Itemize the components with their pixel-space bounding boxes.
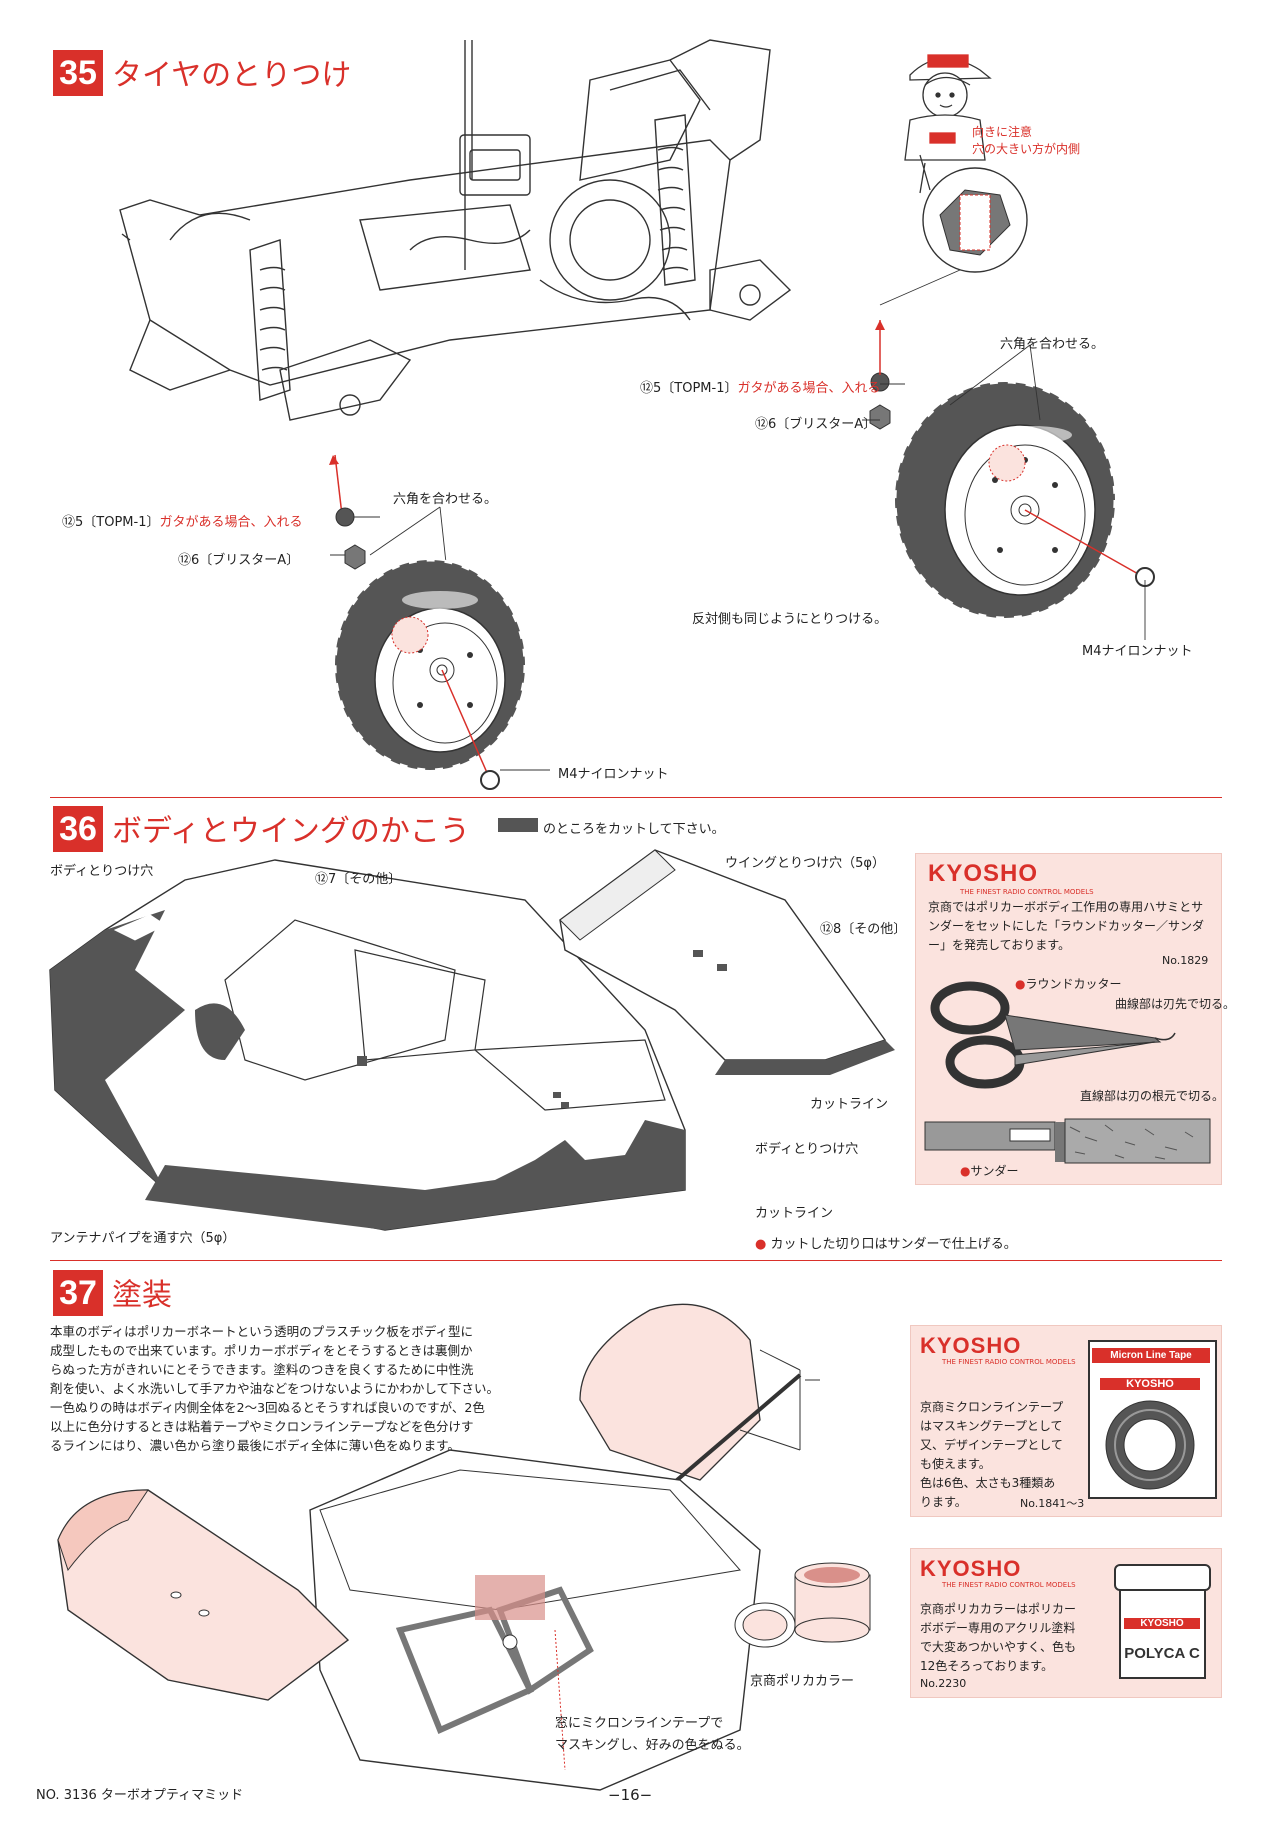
step-36-title: ボディとウイングのかこう — [112, 814, 470, 849]
tape-number: No.1841〜3 — [1020, 1497, 1085, 1510]
part125-left-id: ⑫5〔TOPM-1〕 — [62, 515, 160, 530]
paragraph-line-3: らぬった方がきれいにとそうできます。塗料のつきを良くするために中性洗 — [50, 1362, 474, 1377]
other-side-note: 反対側も同じようにとりつける。 — [692, 612, 888, 627]
tape-roll-icon — [1105, 1400, 1195, 1490]
window-note-1: 窓にミクロンラインテープで — [555, 1716, 724, 1731]
sander-item-text: サンダー — [970, 1164, 1019, 1178]
kyosho-cutter-number: No.1829 — [1162, 954, 1209, 967]
part126-right-label: ⑫6〔ブリスターA〕 — [755, 417, 877, 432]
hex-align-left-label: 六角を合わせる。 — [393, 492, 498, 507]
polyca-label: 京商ポリカカラー — [750, 1674, 855, 1689]
kyosho-tape-brand: KYOSHO — [920, 1333, 1022, 1358]
tape-line-3: 又、デザインテープとして — [920, 1438, 1063, 1452]
tape-line-2: はマスキングテープとして — [920, 1419, 1063, 1433]
mascot-note-2: 穴の大きい方が内側 — [972, 142, 1081, 156]
part125-right-label: ⑫5〔TOPM-1〕ガタがある場合、入れる — [640, 377, 880, 396]
nut-right-label: M4ナイロンナット — [1082, 644, 1193, 659]
part125-right-id: ⑫5〔TOPM-1〕 — [640, 381, 738, 396]
kyosho-cutter-tagline: THE FINEST RADIO CONTROL MODELS — [960, 888, 1094, 896]
part128-label: ⑫8〔その他〕 — [820, 922, 907, 937]
cut-legend-text: のところをカットして下さい。 — [543, 822, 725, 837]
tape-product-name: Micron Line Tape — [1092, 1348, 1210, 1363]
part125-left-note: ガタがある場合、入れる — [159, 515, 303, 530]
step-35-title: タイヤのとりつけ — [112, 58, 352, 93]
step-36-number: 36 — [53, 806, 103, 852]
mascot-note-1: 向きに注意 — [972, 125, 1033, 139]
sander-bullet-icon: ● — [960, 1164, 971, 1178]
cutter-item-label: ●ラウンドカッター — [1015, 975, 1122, 992]
kyosho-polyca-tagline: THE FINEST RADIO CONTROL MODELS — [942, 1581, 1076, 1589]
painted-wing-illustration — [57, 1489, 350, 1701]
hex-detail-circle — [922, 167, 1028, 273]
polyca-jar-brand: KYOSHO — [1124, 1618, 1200, 1629]
left-parts-column — [329, 454, 366, 570]
tape-line-5: 色は6色、太さも3種類あ — [920, 1476, 1056, 1490]
wing-mount-hole-label: ウイングとりつけ穴（5φ） — [725, 856, 885, 871]
cut-line-body-label: カットライン — [755, 1206, 834, 1221]
right-parts-column — [869, 320, 891, 430]
kyosho-cutter-text: 京商ではポリカーボボディ工作用の専用ハサミとサンダーをセットにした「ラウンドカッ… — [928, 900, 1205, 952]
paragraph-line-5: 一色ぬりの時はボディ内側全体を2〜3回ぬるとそうすれば良いのですが、2色 — [50, 1400, 485, 1415]
polyca-lines: 京商ポリカカラーはポリカー ボボデー専用のアクリル塗料 で大変あつかいやすく、色… — [920, 1600, 1076, 1676]
left-wheel-illustration — [333, 558, 527, 790]
body-illustration — [49, 859, 686, 1231]
polyca-jar-icon — [1114, 1564, 1211, 1679]
tape-line-4: も使えます。 — [920, 1457, 991, 1471]
body-mount-hole-right-label: ボディとりつけ穴 — [755, 1142, 859, 1157]
cutter-item-text: ラウンドカッター — [1025, 977, 1122, 991]
window-note-2: マスキングし、好みの色をぬる。 — [555, 1738, 750, 1753]
paragraph-line-1: 本車のボディはポリカーボネートという透明のプラスチック板をボディ型に — [50, 1324, 474, 1339]
painting-paragraph: 本車のボディはポリカーボネートという透明のプラスチック板をボディ型に 成型したも… — [50, 1322, 570, 1455]
divider-35-36 — [50, 797, 1222, 798]
polyca-line-3: で大変あつかいやすく、色も — [920, 1640, 1077, 1654]
antenna-hole-label: アンテナパイプを通す穴（5φ） — [50, 1231, 236, 1246]
polyca-jar-label: POLYCA C — [1124, 1645, 1200, 1662]
body-mount-hole-top-label: ボディとりつけ穴 — [50, 864, 154, 879]
part126-left-label: ⑫6〔ブリスターA〕 — [178, 553, 300, 568]
finish-note-text: カットした切り口はサンダーで仕上げる。 — [770, 1237, 1017, 1252]
paragraph-line-6: 以上に色分けするときは粘着テープやミクロンラインテープなどを色分けす — [50, 1419, 474, 1434]
sander-icon — [924, 1118, 1211, 1164]
kyosho-cutter-brand: KYOSHO — [928, 860, 1039, 887]
footer-page-number: −16− — [608, 1786, 653, 1804]
step-35-number: 35 — [53, 50, 103, 96]
polyca-line-2: ボボデー専用のアクリル塗料 — [920, 1621, 1076, 1635]
straight-note: 直線部は刃の根元で切る。 — [1080, 1089, 1225, 1103]
bullet-icon: ● — [755, 1237, 767, 1252]
part125-left-label: ⑫5〔TOPM-1〕ガタがある場合、入れる — [62, 511, 302, 530]
mascot-illustration — [904, 54, 992, 194]
kyosho-tape-tagline: THE FINEST RADIO CONTROL MODELS — [942, 1358, 1076, 1366]
chassis-illustration — [119, 39, 792, 421]
finish-note: ● カットした切り口はサンダーで仕上げる。 — [755, 1233, 1017, 1252]
hex-align-right-label: 六角を合わせる。 — [1000, 337, 1105, 352]
divider-36-37 — [50, 1260, 1222, 1261]
paint-jars-illustration — [734, 1562, 871, 1648]
curve-note: 曲線部は刃先で切る。 — [1115, 997, 1236, 1011]
polyca-line-1: 京商ポリカカラーはポリカー — [920, 1602, 1077, 1616]
step-37-title: 塗装 — [112, 1278, 172, 1313]
nut-left-label: M4ナイロンナット — [558, 767, 669, 782]
part127-label: ⑫7〔その他〕 — [315, 872, 402, 887]
tape-lines: 京商ミクロンラインテープ はマスキングテープとして 又、デザインテープとして も… — [920, 1398, 1063, 1512]
step-37-number: 37 — [53, 1270, 103, 1316]
kyosho-polyca-brand: KYOSHO — [920, 1556, 1022, 1581]
paragraph-line-7: るラインにはり、濃い色から塗り最後にボディ全体に薄い色をぬります。 — [50, 1438, 460, 1453]
tape-line-6: ります。 — [920, 1495, 967, 1509]
paragraph-line-4: 剤を使い、よく水洗いして手アカや油などをつけないようにかわかして下さい。 — [50, 1381, 500, 1396]
cut-line-wing-label: カットライン — [810, 1097, 889, 1112]
polyca-line-4: 12色そろっております。 — [920, 1659, 1054, 1673]
tape-product-brand: KYOSHO — [1100, 1378, 1200, 1390]
right-wheel-illustration — [893, 380, 1155, 620]
paragraph-line-2: 成型したもので出来ています。ポリカーボボディをとそうするときは裏側か — [50, 1343, 473, 1358]
tape-line-1: 京商ミクロンラインテープ — [920, 1400, 1064, 1414]
footer-model: NO. 3136 ターボオプティマミッド — [36, 1788, 244, 1803]
part125-right-note: ガタがある場合、入れる — [737, 381, 881, 396]
painting-illustration — [309, 1303, 820, 1791]
polyca-number: No.2230 — [920, 1677, 967, 1690]
cut-legend-swatch — [498, 818, 538, 832]
wing-illustration — [559, 849, 895, 1075]
scissors-icon — [930, 981, 1176, 1089]
cutter-bullet-icon: ● — [1015, 977, 1026, 991]
sander-item-label: ●サンダー — [960, 1162, 1019, 1179]
